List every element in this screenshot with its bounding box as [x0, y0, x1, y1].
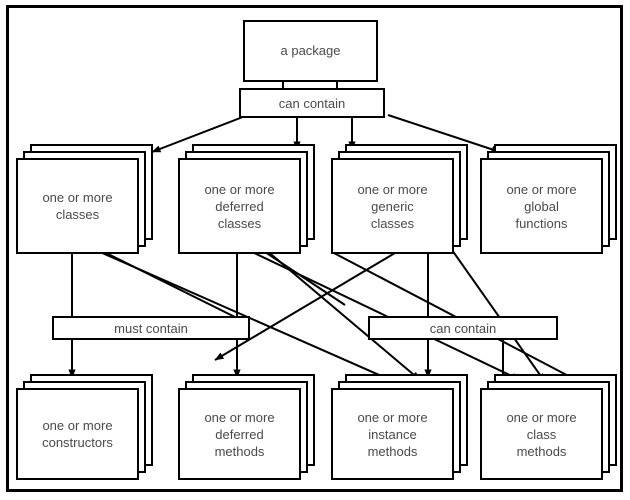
node-stack-deferred-classes[interactable]: one or more deferred classes — [178, 144, 315, 254]
stack-sheet-front — [331, 388, 454, 480]
node-stack-instance-methods[interactable]: one or more instance methods — [331, 374, 468, 480]
node-a-package-label: a package — [280, 43, 341, 58]
node-stack-constructors[interactable]: one or more constructors — [16, 374, 153, 480]
edge-cancontain-to-classes — [151, 114, 249, 153]
node-stack-constructors-label: one or more constructors — [42, 418, 113, 450]
edge-cross-long-a — [247, 249, 521, 381]
edge-generic-diag-left — [214, 249, 401, 361]
connector-can-contain-top[interactable]: can contain — [239, 88, 385, 118]
node-a-package[interactable]: a package — [243, 20, 378, 82]
connector-must-contain-label: must contain — [114, 320, 188, 336]
connector-can-contain-top-label: can contain — [278, 95, 346, 111]
node-stack-deferred-methods-label: one or more deferred methods — [204, 409, 275, 459]
stack-sheet-front — [331, 158, 454, 254]
node-stack-deferred-methods[interactable]: one or more deferred methods — [178, 374, 315, 480]
connector-must-contain[interactable]: must contain — [52, 316, 250, 340]
stack-sheet-front — [178, 158, 301, 254]
stack-sheet-front — [480, 158, 603, 254]
stack-sheet-front — [16, 388, 139, 480]
node-stack-global-functions-label: one or more global functions — [506, 181, 577, 231]
node-stack-global-functions[interactable]: one or more global functions — [480, 144, 617, 254]
node-stack-deferred-classes-label: one or more deferred classes — [204, 181, 275, 231]
stack-sheet-front — [16, 158, 139, 254]
connector-can-contain-middle[interactable]: can contain — [368, 316, 558, 340]
diagram-border-frame — [6, 5, 623, 492]
node-stack-classes[interactable]: one or more classes — [16, 144, 153, 254]
connector-can-contain-middle-label: can contain — [429, 320, 497, 336]
node-stack-generic-classes-label: one or more generic classes — [357, 181, 428, 231]
edge-cancontain-to-global-functions — [387, 114, 501, 153]
node-stack-class-methods-label: one or more class methods — [506, 409, 577, 459]
node-stack-class-methods[interactable]: one or more class methods — [480, 374, 617, 480]
node-stack-instance-methods-label: one or more instance methods — [357, 409, 428, 459]
node-stack-classes-label: one or more classes — [42, 190, 113, 222]
stack-sheet-front — [178, 388, 301, 480]
node-stack-generic-classes[interactable]: one or more generic classes — [331, 144, 468, 254]
stack-sheet-front — [480, 388, 603, 480]
